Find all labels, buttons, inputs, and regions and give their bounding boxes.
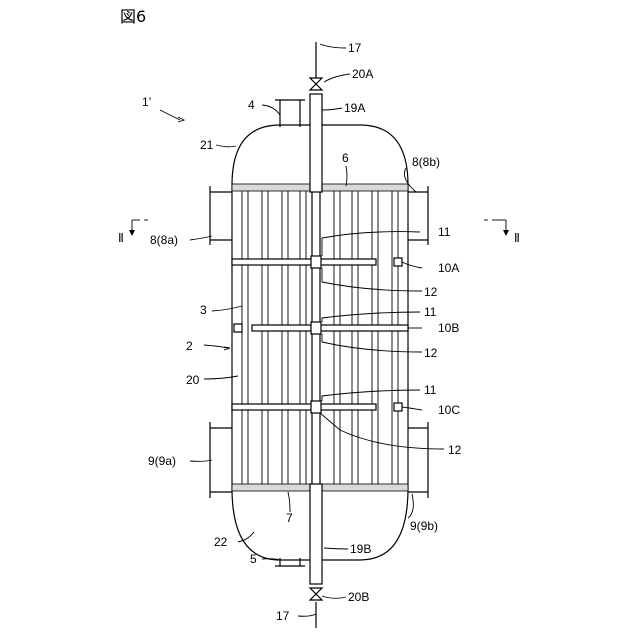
section-marker-right [484,220,509,236]
label-lower-tube-sheet: 7 [286,511,293,525]
valve-20a-icon [310,78,322,90]
label-header-9-left: 9(9a) [148,454,176,468]
label-header-8-left: 8(8a) [150,233,178,247]
label-header-8-right: 8(8b) [412,155,440,169]
central-pipe-19a [310,94,322,484]
support-12-a [311,256,321,268]
label-shell: 2 [186,339,193,353]
header-9b [408,422,428,498]
label-baffle-b: 10B [438,321,459,335]
label-upper-head: 21 [200,138,214,152]
label-line-bottom: 17 [276,609,290,623]
label-inlet-nozzle: 4 [248,98,255,112]
label-assembly: 1’ [142,95,151,109]
header-8b [408,186,428,245]
figure-title: 図6 [120,7,146,26]
label-support-12-b: 12 [424,346,438,360]
label-valve-top: 20A [352,67,373,81]
section-marker-left [129,220,148,236]
nozzle-4 [275,100,305,127]
support-12-b [311,322,321,334]
label-baffle-c: 10C [438,403,460,417]
label-section-right: Ⅱ [514,231,520,245]
label-valve-bottom: 20B [348,590,369,604]
valve-20b-icon [310,588,322,600]
label-hole-11-c: 11 [424,383,437,397]
label-upper-tube-sheet: 6 [342,151,349,165]
label-shell-wall: 20 [186,373,200,387]
label-support-12-a: 12 [424,285,438,299]
label-line-top: 17 [348,41,362,55]
label-header-9-right: 9(9b) [410,519,438,533]
label-hole-11-a: 11 [438,225,451,239]
central-pipe-19b [310,484,322,584]
label-section-left: Ⅱ [118,231,124,245]
header-9a [210,422,232,498]
label-support-12-c: 12 [448,443,462,457]
nozzle-5 [275,558,305,566]
support-12-c [311,401,321,413]
label-lower-head: 22 [214,535,228,549]
label-outlet-nozzle: 5 [250,552,257,566]
label-tubes: 3 [200,303,207,317]
label-pipe-top: 19A [344,101,365,115]
label-pipe-bottom: 19B [350,542,371,556]
label-baffle-a: 10A [438,261,459,275]
label-hole-11-b: 11 [424,305,437,319]
header-8a [210,186,232,245]
